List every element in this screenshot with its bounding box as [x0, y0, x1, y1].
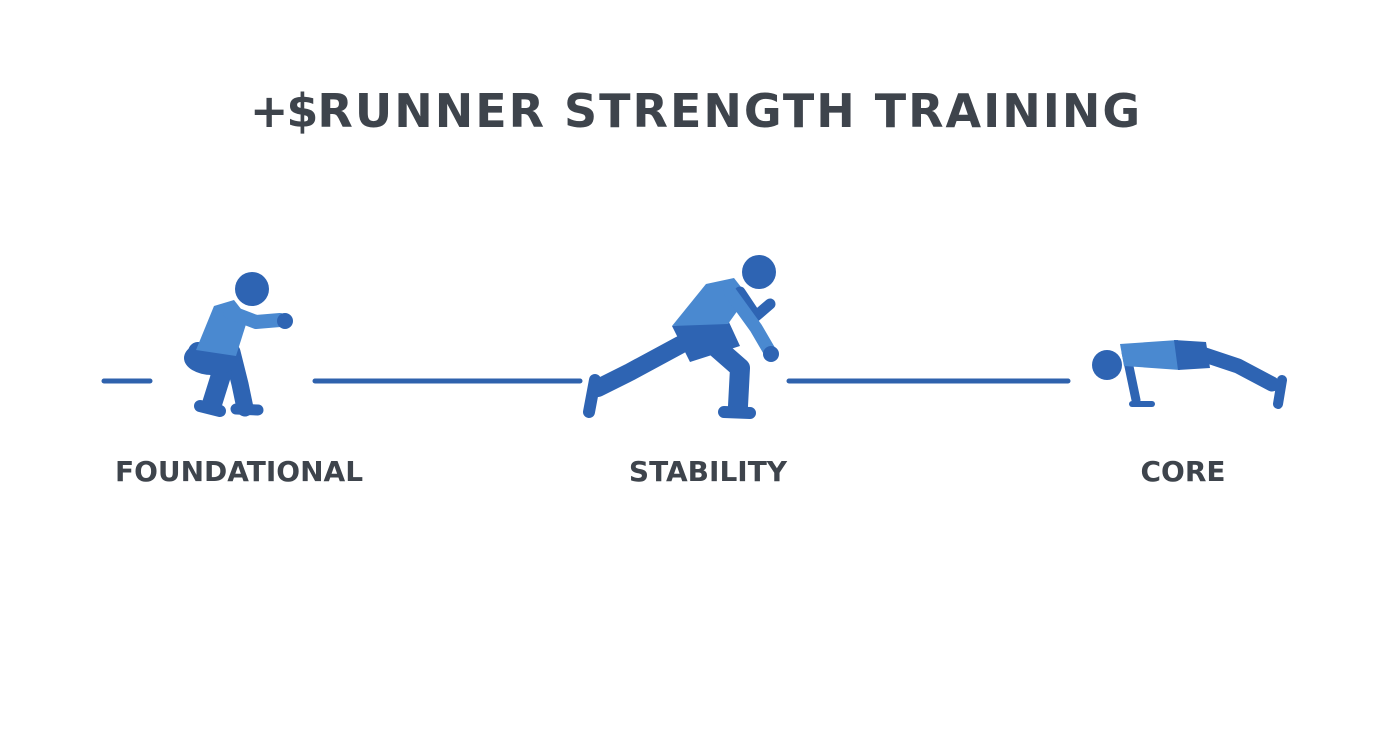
stage-label-foundational: FOUNDATIONAL — [114, 455, 364, 488]
lunge-figure-icon — [583, 255, 779, 419]
plank-figure-icon — [1092, 340, 1287, 409]
stage-label-core: CORE — [1140, 455, 1226, 488]
title-text: RUNNER STRENGTH TRAINING — [317, 84, 1143, 138]
stage-label-stability: STABILITY — [628, 455, 788, 488]
squat-figure-icon — [184, 272, 293, 417]
title-prefix: +$ — [249, 84, 319, 138]
page-title: +$RUNNER STRENGTH TRAINING — [0, 80, 1392, 142]
